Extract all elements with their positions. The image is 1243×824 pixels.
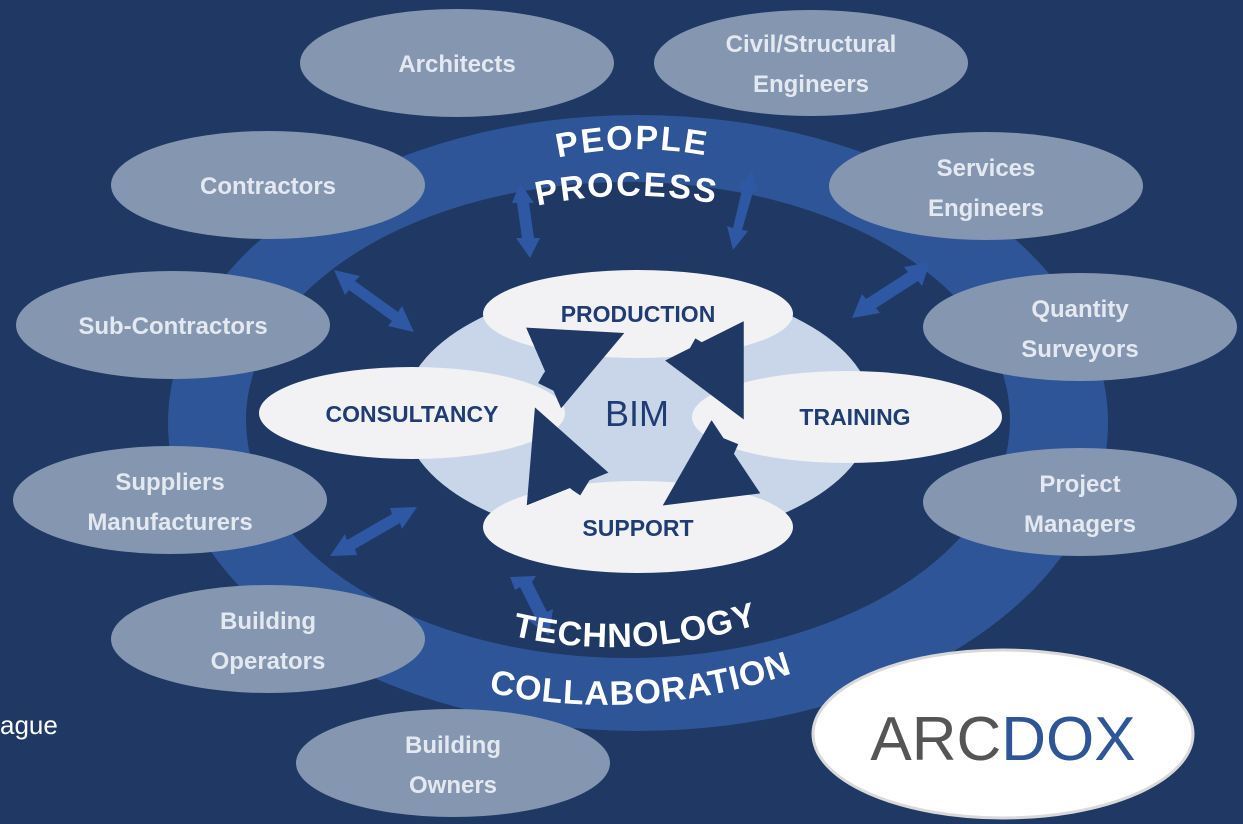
cycle-arrow-bottom-left (526, 407, 609, 506)
stakeholder-label: Operators (211, 648, 326, 675)
arrow-architects (512, 183, 540, 258)
stakeholder-label: Building (220, 608, 316, 635)
stakeholder-label: Engineers (928, 195, 1044, 222)
stakeholder-services-engineers: Services Engineers (829, 132, 1143, 240)
stakeholder-label: Project (1039, 471, 1120, 498)
core-node-training: TRAINING (692, 371, 1002, 463)
stakeholder-sub-contractors: Sub-Contractors (16, 271, 330, 379)
core-node-label: CONSULTANCY (326, 401, 499, 427)
arrow-building-owners (510, 576, 553, 636)
stakeholder-label: Architects (398, 51, 515, 78)
core-node-label: TRAINING (799, 404, 910, 430)
stakeholder-contractors: Contractors (111, 131, 425, 239)
stakeholder-label: Owners (409, 772, 497, 799)
core-node-consultancy: CONSULTANCY (259, 367, 565, 459)
arrow-suppliers (330, 507, 417, 556)
arrow-contractors (334, 270, 414, 332)
stakeholder-civil-structural-engineers: Civil/Structural Engineers (654, 10, 968, 116)
stakeholder-label: Services (937, 155, 1036, 182)
stakeholder-label: Civil/Structural (726, 31, 897, 58)
core-node-support: SUPPORT (483, 481, 793, 573)
stakeholder-building-operators: Building Operators (111, 585, 425, 693)
stakeholder-label: Building (405, 732, 501, 759)
stakeholder-label: Sub-Contractors (78, 313, 267, 340)
core-node-production: PRODUCTION (483, 270, 793, 358)
cycle-arrow-top-left (526, 327, 625, 409)
bim-center-label: BIM (605, 393, 669, 434)
arcdox-logo: ARCDOX (811, 648, 1195, 820)
arrow-services (852, 262, 930, 318)
stakeholder-building-owners: Building Owners (296, 709, 610, 817)
cycle-arrow-bottom-right (662, 420, 761, 506)
arrow-civil (727, 170, 758, 250)
stakeholder-suppliers-manufacturers: Suppliers Manufacturers (13, 446, 327, 554)
core-node-label: SUPPORT (582, 515, 693, 541)
stakeholder-label: Surveyors (1021, 336, 1138, 363)
stakeholder-label: Managers (1024, 511, 1136, 538)
cycle-arrow-top-right (665, 321, 744, 420)
core-node-label: PRODUCTION (561, 301, 716, 327)
stakeholder-label: Quantity (1031, 296, 1129, 323)
connector-arrows (330, 170, 930, 636)
stakeholder-label: Suppliers (115, 469, 224, 496)
stakeholder-architects: Architects (300, 9, 614, 117)
stakeholder-quantity-surveyors: Quantity Surveyors (923, 273, 1237, 381)
stakeholder-project-managers: Project Managers (923, 448, 1237, 556)
cycle-arrows (526, 321, 761, 506)
stakeholder-label: Manufacturers (87, 509, 252, 536)
left-partial-text: ague (0, 710, 58, 740)
stakeholder-label: Contractors (200, 173, 336, 200)
logo-text: ARCDOX (870, 705, 1135, 774)
stakeholder-label: Engineers (753, 71, 869, 98)
